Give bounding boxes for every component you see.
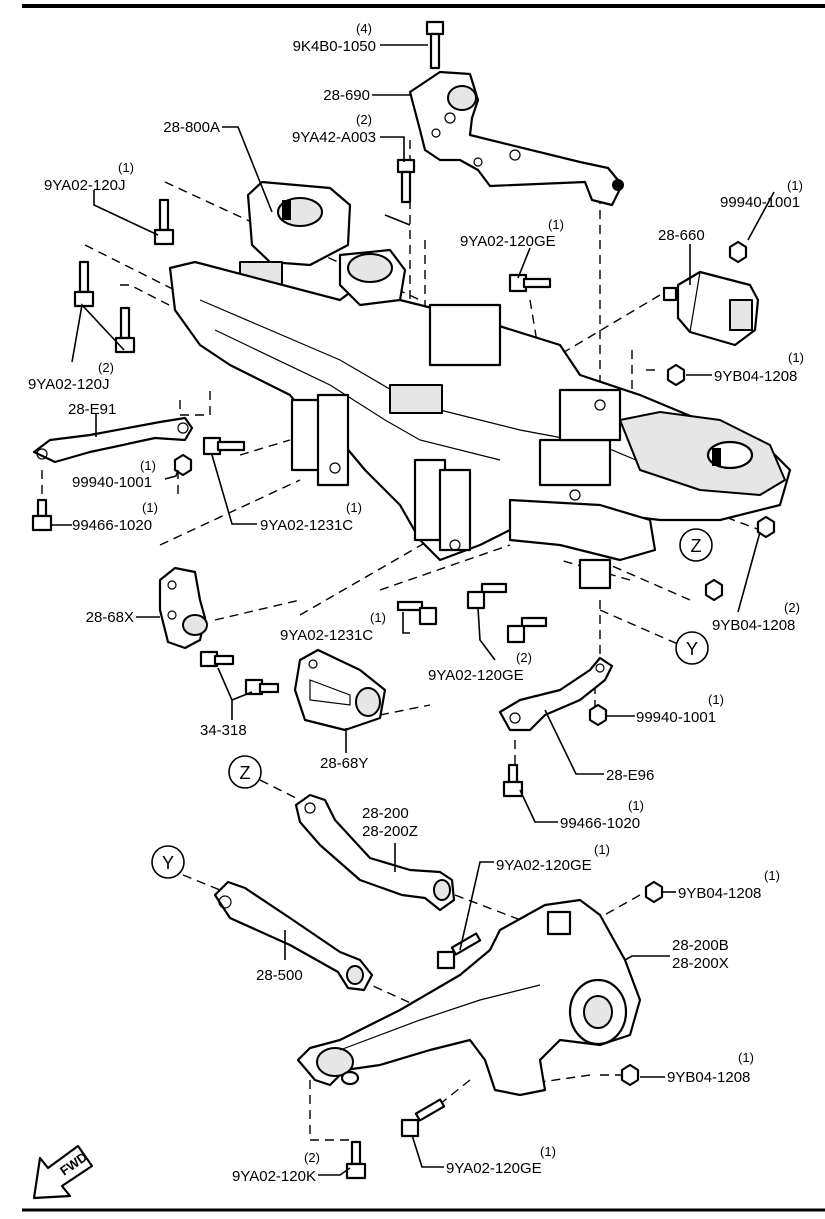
label-99940-right: 99940-1001 [636,709,716,726]
nut-9yb04-top-icon [666,363,686,387]
label-28-e96: 28-E96 [606,767,654,784]
callout-y-upper: Y [675,631,709,665]
leader-lines [50,44,775,1176]
nut-99940-right-icon [588,703,608,727]
label-99466-left-qty: (1) [142,500,158,515]
arm-28-200-icon [294,793,456,912]
knuckle-28-200b-icon [296,898,642,1097]
callout-z-lower-text: Z [240,763,251,783]
label-99466-right-qty: (1) [628,798,644,813]
label-28-200x: 28-200X [672,955,729,972]
bolt-9k4b0-icon [425,20,445,70]
nut-9yb04-low-icon [644,880,664,904]
link-28-e96-icon [498,656,614,732]
label-9ya02-120ge-bottom-qty: (1) [540,1144,556,1159]
mount-28-68x-icon [158,566,208,650]
bolt-9ya02-120ge-mid-icon [466,582,548,644]
callout-y-lower: Y [151,845,185,879]
callout-y-upper-text: Y [686,639,698,659]
label-9yb04-low: 9YB04-1208 [678,885,761,902]
label-28-200z: 28-200Z [362,823,418,840]
label-9ya02-120k-qty: (2) [304,1150,320,1165]
label-9ya02-120ge-low-qty: (1) [594,842,610,857]
bolt-34-318-icon [199,650,280,696]
label-9k4b0-qty: (4) [356,21,372,36]
bolt-9ya02-1231c-mid-icon [396,600,438,626]
label-99940-top: 99940-1001 [720,194,800,211]
label-9ya02-120j-left: 9YA02-120J [28,376,109,393]
crossmember-icon [168,248,792,590]
label-9yb04-bottom-qty: (1) [738,1050,754,1065]
bushing-28-660-icon [662,270,760,347]
bolt-9ya02-120ge-low-icon [436,932,482,970]
label-99940-left: 99940-1001 [72,474,152,491]
label-9yb04-right: 9YB04-1208 [712,617,795,634]
label-99466-right: 99466-1020 [560,815,640,832]
arm-28-500-icon [213,880,374,992]
label-28-68y: 28-68Y [320,755,368,772]
label-99466-left: 99466-1020 [72,517,152,534]
label-9ya02-120ge-top-qty: (1) [548,217,564,232]
callout-z-lower: Z [228,755,262,789]
bracket-28-690-icon [408,70,624,207]
label-28-500: 28-500 [256,967,303,984]
label-28-68x: 28-68X [86,609,134,626]
label-9ya02-1231c-mid: 9YA02-1231C [280,627,373,644]
nut-9yb04-right-icon [704,515,776,602]
label-9ya42: 9YA42-A003 [292,129,376,146]
nut-99940-left-icon [173,453,193,477]
label-28-200: 28-200 [362,805,409,822]
bolt-9ya42-icon [384,158,416,226]
label-9ya02-120k: 9YA02-120K [232,1168,316,1185]
label-9ya42-qty: (2) [356,112,372,127]
label-9ya02-1231c-mid-qty: (1) [370,610,386,625]
part-labels: (4) 9K4B0-1050 28-690 28-800A (2) 9YA42-… [28,21,804,1185]
label-9ya02-1231c-top-qty: (1) [346,500,362,515]
fwd-arrow-icon: FWD [32,1144,94,1200]
nut-99940-top-icon [728,240,748,264]
callout-y-lower-text: Y [162,853,174,873]
label-9ya02-120ge-mid: 9YA02-120GE [428,667,524,684]
label-99940-top-qty: (1) [787,178,803,193]
bolt-99466-left-icon [31,498,53,532]
label-9ya02-120j-top-qty: (1) [118,160,134,175]
label-9yb04-top-qty: (1) [788,350,804,365]
label-9yb04-right-qty: (2) [784,600,800,615]
bolt-9ya02-120ge-bottom-icon [400,1098,446,1138]
label-9ya02-120ge-top: 9YA02-120GE [460,233,556,250]
label-9ya02-1231c-top: 9YA02-1231C [260,517,353,534]
label-9ya02-120ge-mid-qty: (2) [516,650,532,665]
link-28-e91-icon [32,416,194,464]
label-28-200b: 28-200B [672,937,729,954]
label-9yb04-top: 9YB04-1208 [714,368,797,385]
bolt-9ya02-120k-icon [345,1140,367,1180]
bolt-9ya02-120ge-top-icon [508,273,552,293]
label-99940-left-qty: (1) [140,458,156,473]
nut-9yb04-bottom-icon [620,1063,640,1087]
bolt-9ya02-120j-top-icon [153,198,175,246]
label-9k4b0: 9K4B0-1050 [293,38,376,55]
label-28-690: 28-690 [323,87,370,104]
bolt-99466-right-icon [502,763,524,798]
bolt-9ya02-120j-left-icon [73,260,136,354]
mount-28-68y-icon [293,648,387,732]
label-28-e91: 28-E91 [68,401,116,418]
callout-z-upper: Z [679,528,713,562]
label-9ya02-120j-left-qty: (2) [98,360,114,375]
callout-z-upper-text: Z [691,536,702,556]
label-9yb04-bottom: 9YB04-1208 [667,1069,750,1086]
label-9yb04-low-qty: (1) [764,868,780,883]
bolt-9ya02-1231c-top-icon [202,436,246,456]
label-9ya02-120ge-low: 9YA02-120GE [496,857,592,874]
label-99940-right-qty: (1) [708,692,724,707]
label-28-800a: 28-800A [163,119,220,136]
label-9ya02-120j-top: 9YA02-120J [44,177,125,194]
label-9ya02-120ge-bottom: 9YA02-120GE [446,1160,542,1177]
label-34-318: 34-318 [200,722,247,739]
label-28-660: 28-660 [658,227,705,244]
